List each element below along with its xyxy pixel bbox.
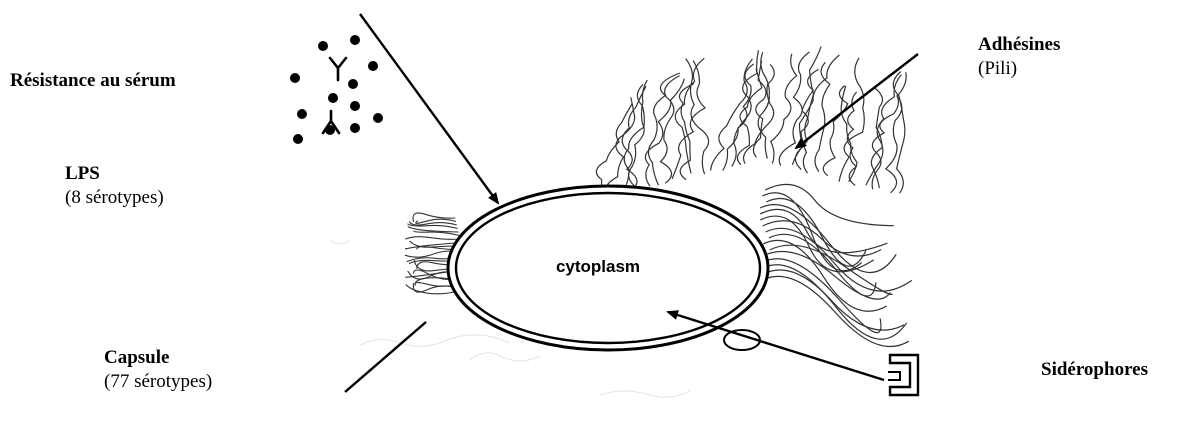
complement-dot-icon bbox=[348, 79, 358, 89]
pilus-fiber bbox=[771, 54, 797, 164]
lps-label: LPS (8 sérotypes) bbox=[65, 162, 164, 210]
siderophore-receptor-inner bbox=[888, 372, 900, 380]
antibody-icon bbox=[330, 58, 346, 80]
pilus-fiber bbox=[763, 276, 909, 346]
complement-dot-icon bbox=[368, 61, 378, 71]
complement-dot-icon bbox=[350, 35, 360, 45]
capsule-pointer-line bbox=[345, 322, 426, 392]
siderophore-arrow bbox=[668, 312, 884, 380]
pilus-fiber bbox=[839, 58, 864, 182]
capsule-label: Capsule (77 sérotypes) bbox=[104, 346, 212, 394]
complement-dot-icon bbox=[350, 101, 360, 111]
serum-resistance-label: Résistance au sérum bbox=[10, 69, 176, 93]
complement-dot-icon bbox=[293, 134, 303, 144]
pilus-fiber bbox=[760, 205, 896, 273]
pilus-fiber bbox=[766, 199, 866, 267]
adhesines-label: Adhésines (Pili) bbox=[978, 33, 1060, 81]
lps-fiber bbox=[405, 237, 460, 240]
siderophores-label: Sidérophores bbox=[1041, 358, 1148, 382]
pilus-fiber bbox=[737, 69, 761, 165]
pilus-fiber bbox=[815, 62, 830, 171]
pilus-fiber bbox=[823, 86, 847, 176]
pilus-fiber bbox=[686, 59, 709, 175]
complement-dot-icon bbox=[318, 41, 328, 51]
complement-dot-icon bbox=[350, 123, 360, 133]
cytoplasm-label: cytoplasm bbox=[556, 257, 640, 276]
pilus-fiber bbox=[763, 270, 904, 330]
pilus-fiber bbox=[648, 73, 679, 185]
complement-dot-icon bbox=[373, 113, 383, 123]
serum-arrow bbox=[360, 14, 498, 203]
complement-dot-icon bbox=[297, 109, 307, 119]
pilus-fiber bbox=[765, 184, 894, 225]
pilus-fiber bbox=[893, 72, 905, 194]
lps-fiber bbox=[413, 213, 455, 222]
pilus-fiber bbox=[711, 59, 753, 171]
pilus-fiber bbox=[886, 72, 906, 193]
complement-dot-icon bbox=[328, 93, 338, 103]
complement-dot-icon bbox=[290, 73, 300, 83]
siderophore-receptor-icon bbox=[890, 355, 918, 395]
